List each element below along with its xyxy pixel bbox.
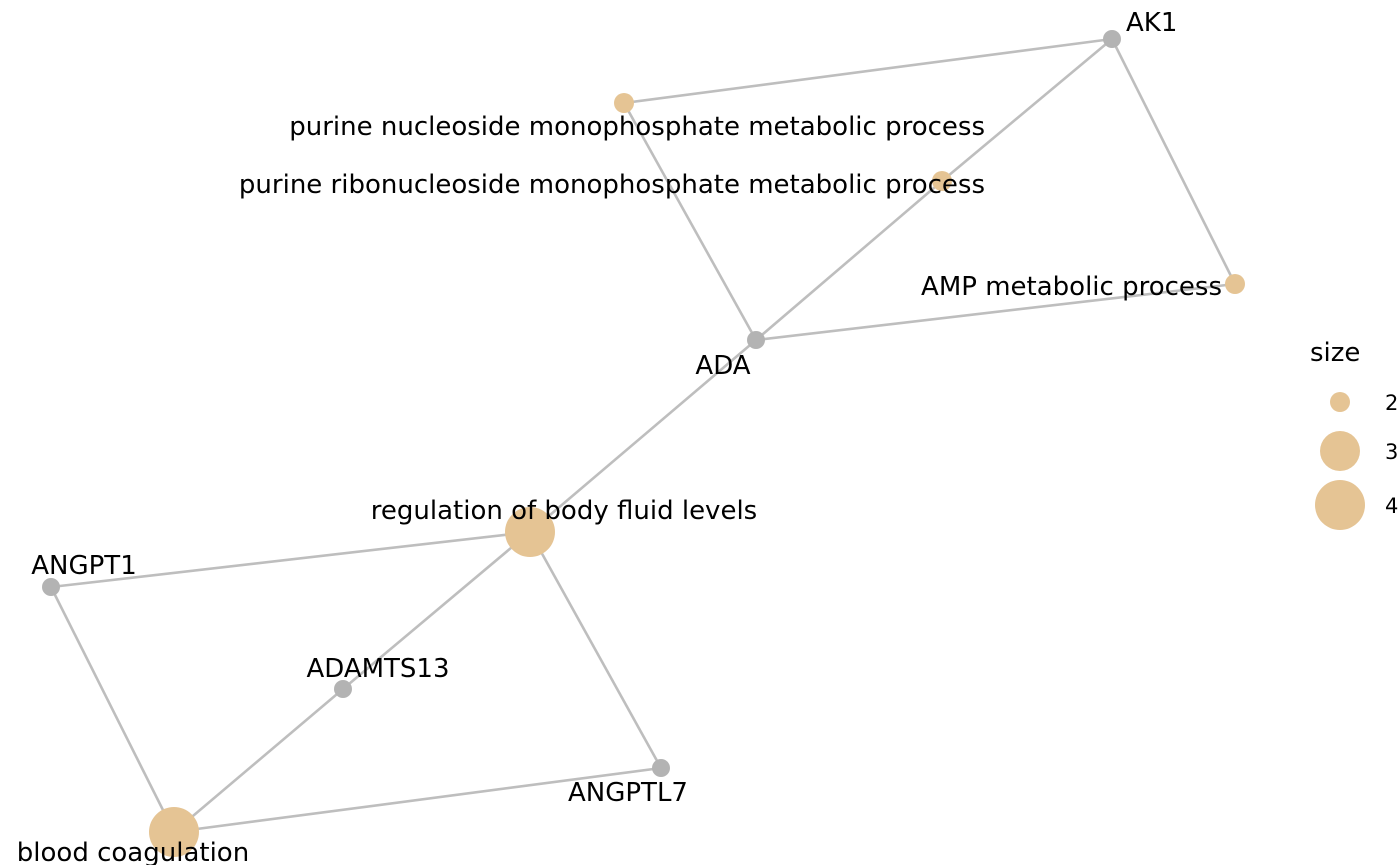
edge-body_fluid-ADAMTS13 xyxy=(342,531,531,690)
edge-ADA-amp xyxy=(755,282,1236,342)
legend-key-circle-3 xyxy=(1320,431,1360,471)
labels-layer: AK1 purine nucleoside monophosphate metab… xyxy=(17,8,1222,865)
edge-purine_nuc-ADA xyxy=(622,102,758,341)
legend-key-circle-4 xyxy=(1315,480,1365,530)
edge-ADAMTS13-blood_coag xyxy=(173,688,344,833)
legend-key-circle-2 xyxy=(1330,392,1350,412)
gene-node-ADA xyxy=(747,331,765,349)
size-legend: size 2 3 4 xyxy=(1310,338,1398,530)
nodes-layer xyxy=(42,30,1245,857)
category-node-purine_nuc xyxy=(614,93,634,113)
edge-ADA-body_fluid xyxy=(529,339,757,533)
edge-purine_nuc-AK1 xyxy=(623,37,1113,105)
legend-key-label-3: 3 xyxy=(1385,440,1398,464)
edge-AK1-amp xyxy=(1110,38,1237,285)
legend-keys: 2 3 4 xyxy=(1315,391,1398,530)
edges-layer xyxy=(49,37,1237,834)
legend-key-label-4: 4 xyxy=(1385,494,1398,518)
edge-purine_ribo-AK1 xyxy=(941,38,1113,182)
node-label-amp: AMP metabolic process xyxy=(921,272,1222,302)
node-label-ADAMTS13: ADAMTS13 xyxy=(306,654,449,684)
edge-ANGPTL7-blood_coag xyxy=(173,766,662,834)
node-label-purine_nuc: purine nucleoside monophosphate metaboli… xyxy=(289,112,985,142)
node-label-AK1: AK1 xyxy=(1126,8,1177,38)
gene-node-AK1 xyxy=(1103,30,1121,48)
legend-title: size xyxy=(1310,338,1360,368)
node-label-blood_coag: blood coagulation xyxy=(17,838,249,865)
category-node-blood_coag xyxy=(149,807,199,857)
category-node-body_fluid xyxy=(505,507,555,557)
gene-node-ADAMTS13 xyxy=(334,680,352,698)
gene-node-ANGPT1 xyxy=(42,578,60,596)
edge-body_fluid-ANGPT1 xyxy=(50,530,531,589)
category-node-purine_ribo xyxy=(932,171,952,191)
node-label-purine_ribo: purine ribonucleoside monophosphate meta… xyxy=(239,170,985,200)
edge-purine_ribo-ADA xyxy=(755,180,943,341)
node-label-ANGPT1: ANGPT1 xyxy=(31,551,137,581)
edge-body_fluid-ANGPTL7 xyxy=(528,531,663,769)
category-node-amp xyxy=(1225,274,1245,294)
edge-ANGPT1-blood_coag xyxy=(49,586,176,833)
gene-node-ANGPTL7 xyxy=(652,759,670,777)
legend-key-label-2: 2 xyxy=(1385,391,1398,415)
node-label-ADA: ADA xyxy=(695,351,750,381)
node-label-ANGPTL7: ANGPTL7 xyxy=(568,778,688,808)
node-label-body_fluid: regulation of body fluid levels xyxy=(371,496,757,526)
